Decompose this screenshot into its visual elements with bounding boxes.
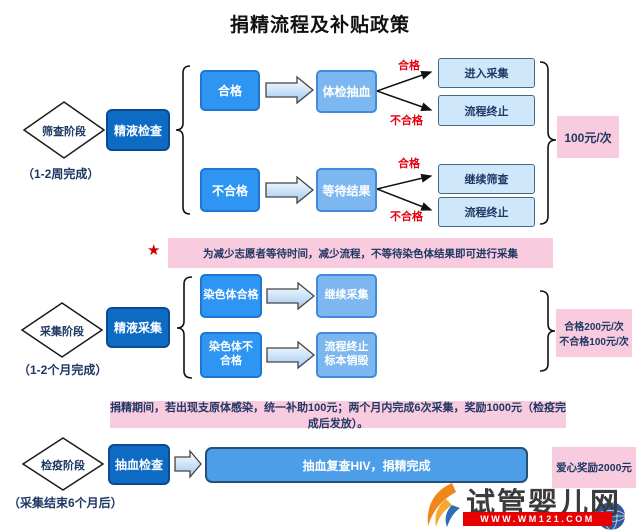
stage1-bottom-pass-result-box: 继续筛查 [438,164,535,194]
stage1-subsidy-box: 100元/次 [557,116,619,158]
stage3-wide-box: 抽血复查HIV，捐精完成 [205,447,528,483]
block-arrow-s2-top [266,281,316,311]
stage2-subsidy-line2: 不合格100元/次 [559,337,629,348]
stage2-main-box: 精液采集 [106,307,170,348]
stage2-close-brace [539,290,556,372]
stage1-top-pass-result-box: 进入采集 [438,58,535,88]
stage1-top-input-box: 合格 [200,70,260,111]
stage2-bottom-input-box: 染色体不合格 [200,332,262,378]
stage3-diamond-shape [21,437,105,491]
arrow-s1-bottom-fail [376,188,433,211]
stage2-subsidy-box: 合格200元/次 不合格100元/次 [556,309,632,357]
block-arrow-s1-top [265,75,315,105]
stage1-top-pass-label: 合格 [398,60,420,72]
subsidy-banner: 捐精期间，若出现支原体感染，统一补助100元；两个月内完成6次采集，奖励1000… [110,401,566,430]
stage3-subsidy-box: 爱心奖励2000元 [552,447,636,488]
stage1-caption: （1-2周完成） [22,167,100,181]
stage2-diamond-shape [20,302,104,358]
stage3-main-box: 抽血检查 [108,444,170,485]
site-logo-icon [427,483,460,527]
stage1-bottom-input-box: 不合格 [200,168,260,212]
page-title: 捐精流程及补贴政策 [229,15,410,36]
stage2-bottom-result-line1: 流程终止 [324,341,369,354]
block-arrow-s3 [174,449,202,479]
stage2-caption: （1-2个月完成） [18,363,108,377]
stage1-bottom-fail-label: 不合格 [390,211,423,223]
stage1-diamond-label: 筛查阶段 [42,126,86,138]
stage1-bottom-fail-result-box: 流程终止 [438,197,535,227]
note-banner: 为减少志愿者等待时间，减少流程，不等待染色体结果即可进行采集 [168,238,553,268]
stage1-bottom-process-box: 等待结果 [316,168,377,212]
stage1-diamond-shape [22,101,106,159]
stage2-top-result-box: 继续采集 [316,274,377,318]
arrow-s1-top-pass [376,70,433,92]
arrow-s1-top-fail [376,90,433,112]
stage1-close-brace [539,61,557,225]
stage1-top-process-box: 体检抽血 [316,70,377,113]
stage2-bottom-result-line2: 标本销毁 [324,355,369,367]
stage2-top-input-box: 染色体合格 [200,274,262,318]
block-arrow-s2-bottom [266,340,316,370]
stage3-caption: （采集结束6个月后） [8,496,123,510]
site-url: WWW.WM121.COM [463,512,612,526]
star-icon: ★ [147,242,161,259]
stage2-bottom-result-box: 流程终止 标本销毁 [316,332,377,378]
stage2-open-brace [176,276,193,379]
arrow-s1-bottom-pass [376,173,433,190]
stage1-top-fail-label: 不合格 [390,115,423,127]
block-arrow-s1-bottom [265,175,315,205]
stage1-main-box: 精液检查 [106,109,170,151]
stage1-open-brace [175,65,191,215]
stage2-diamond-label: 采集阶段 [40,326,84,338]
stage3-diamond-label: 检疫阶段 [41,460,85,472]
stage1-top-fail-result-box: 流程终止 [438,95,535,126]
stage1-bottom-pass-label: 合格 [398,158,420,170]
stage2-subsidy-line1: 合格200元/次 [564,322,624,333]
